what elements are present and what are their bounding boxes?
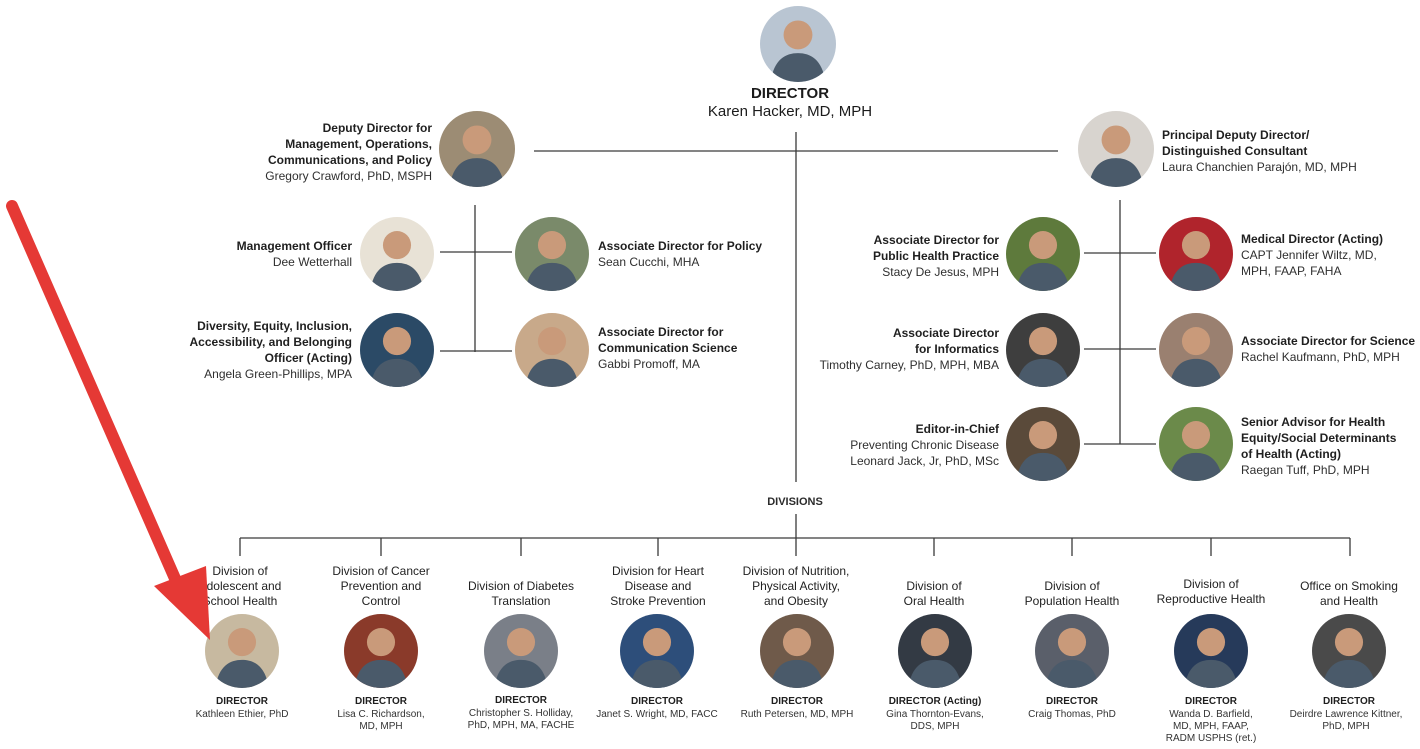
- science-director-photo: [1159, 313, 1233, 387]
- division-director-name: Gina Thornton-Evans, DDS, MPH: [886, 709, 984, 732]
- science-director-name: Rachel Kaufmann, PhD, MPH: [1241, 350, 1400, 364]
- health-equity-advisor-photo: [1159, 407, 1233, 481]
- editor-in-chief-box: Editor-in-Chief Preventing Chronic Disea…: [790, 421, 999, 469]
- division-director-name: Janet S. Wright, MD, FACC: [596, 709, 718, 720]
- division-director-name: Wanda D. Barfield, MD, MPH, FAAP, RADM U…: [1165, 709, 1257, 744]
- medical-director-photo: [1159, 217, 1233, 291]
- policy-director-box: Associate Director for Policy Sean Cucch…: [598, 238, 798, 270]
- division-name: Division of Nutrition, Physical Activity…: [742, 564, 850, 608]
- policy-director-title: Associate Director for Policy: [598, 239, 763, 253]
- division-director-name: Christopher S. Holliday, PhD, MPH, MA, F…: [467, 708, 575, 731]
- informatics-photo: [1006, 313, 1080, 387]
- deiab-officer-name: Angela Green-Phillips, MPA: [204, 367, 352, 381]
- informatics-title: Associate Director for Informatics: [892, 326, 999, 356]
- division-name: Division of Diabetes Translation: [467, 579, 575, 608]
- division-director-name: Kathleen Ethier, PhD: [195, 709, 289, 720]
- division-director-photo: [484, 614, 558, 688]
- principal-deputy-name: Laura Chanchien Parajón, MD, MPH: [1162, 160, 1357, 174]
- policy-director-photo: [515, 217, 589, 291]
- division-name: Division for Heart Disease and Stroke Pr…: [610, 564, 706, 608]
- editor-in-chief-title: Editor-in-Chief: [915, 422, 999, 436]
- division-name: Division of Reproductive Health: [1156, 577, 1266, 606]
- division-director-role: DIRECTOR: [630, 696, 684, 707]
- division-director-role: DIRECTOR: [494, 695, 548, 706]
- director-name: Karen Hacker, MD, MPH: [707, 103, 873, 120]
- deputy-director-photo: [439, 111, 515, 187]
- division-name: Office on Smoking and Health: [1300, 579, 1398, 608]
- informatics-name: Timothy Carney, PhD, MPH, MBA: [819, 358, 999, 372]
- communication-science-photo: [515, 313, 589, 387]
- division-name: Division of Cancer Prevention and Contro…: [332, 564, 430, 608]
- division-director-name: Craig Thomas, PhD: [1028, 709, 1116, 720]
- management-officer-box: Management Officer Dee Wetterhall: [150, 238, 352, 270]
- division-director-role: DIRECTOR: [1045, 696, 1099, 707]
- division-director-photo: [1174, 614, 1248, 688]
- management-officer-title: Management Officer: [236, 239, 352, 253]
- divisions-heading: DIVISIONS: [767, 496, 823, 508]
- division-director-photo: [760, 614, 834, 688]
- division-director-photo: [898, 614, 972, 688]
- medical-director-name: CAPT Jennifer Wiltz, MD, MPH, FAAP, FAHA: [1241, 248, 1377, 278]
- principal-deputy-box: Principal Deputy Director/ Distinguished…: [1162, 127, 1392, 175]
- communication-science-box: Associate Director for Communication Sci…: [598, 324, 798, 372]
- health-equity-advisor-name: Raegan Tuff, PhD, MPH: [1241, 463, 1370, 477]
- division-director-photo: [344, 614, 418, 688]
- editor-in-chief-name: Preventing Chronic Disease Leonard Jack,…: [850, 438, 999, 468]
- director-label: DIRECTOR: [750, 85, 830, 102]
- deputy-director-title: Deputy Director for Management, Operatio…: [267, 121, 432, 167]
- division-director-role: DIRECTOR: [770, 696, 824, 707]
- medical-director-box: Medical Director (Acting) CAPT Jennifer …: [1241, 231, 1416, 279]
- health-equity-advisor-title: Senior Advisor for Health Equity/Social …: [1241, 415, 1397, 461]
- deputy-director-box: Deputy Director for Management, Operatio…: [220, 120, 432, 184]
- deiab-officer-title: Diversity, Equity, Inclusion, Accessibil…: [189, 319, 352, 365]
- principal-deputy-title: Principal Deputy Director/ Distinguished…: [1162, 128, 1310, 158]
- medical-director-title: Medical Director (Acting): [1241, 232, 1384, 246]
- principal-deputy-photo: [1078, 111, 1154, 187]
- division-name: Division of Oral Health: [903, 579, 965, 608]
- deputy-director-name: Gregory Crawford, PhD, MSPH: [265, 169, 432, 183]
- deiab-officer-photo: [360, 313, 434, 387]
- division-director-role: DIRECTOR: [215, 696, 269, 707]
- editor-in-chief-photo: [1006, 407, 1080, 481]
- science-director-box: Associate Director for Science Rachel Ka…: [1241, 333, 1419, 365]
- division-director-name: Lisa C. Richardson, MD, MPH: [337, 709, 425, 732]
- division-director-role: DIRECTOR: [1322, 696, 1376, 707]
- division-director-name: Ruth Petersen, MD, MPH: [740, 709, 854, 720]
- director-photo: [760, 6, 836, 82]
- informatics-box: Associate Director for Informatics Timot…: [790, 325, 999, 373]
- policy-director-name: Sean Cucchi, MHA: [598, 255, 700, 269]
- public-health-practice-name: Stacy De Jesus, MPH: [882, 265, 999, 279]
- division-director-role: DIRECTOR: [354, 696, 408, 707]
- public-health-practice-photo: [1006, 217, 1080, 291]
- management-officer-name: Dee Wetterhall: [272, 255, 352, 269]
- communication-science-title: Associate Director for Communication Sci…: [598, 325, 738, 355]
- deiab-officer-box: Diversity, Equity, Inclusion, Accessibil…: [150, 318, 352, 382]
- communication-science-name: Gabbi Promoff, MA: [598, 357, 700, 371]
- division-director-role: DIRECTOR: [1184, 696, 1238, 707]
- division-director-photo: [1035, 614, 1109, 688]
- public-health-practice-title: Associate Director for Public Health Pra…: [872, 233, 999, 263]
- public-health-practice-box: Associate Director for Public Health Pra…: [790, 232, 999, 280]
- division-name: Division of Adolescent and School Health: [198, 564, 282, 608]
- division-director-photo: [1312, 614, 1386, 688]
- division-name: Division of Population Health: [1024, 579, 1120, 608]
- health-equity-advisor-box: Senior Advisor for Health Equity/Social …: [1241, 414, 1416, 478]
- division-director-name: Deirdre Lawrence Kittner, PhD, MPH: [1289, 709, 1403, 732]
- division-director-role: DIRECTOR (Acting): [888, 696, 982, 707]
- management-officer-photo: [360, 217, 434, 291]
- science-director-title: Associate Director for Science: [1241, 334, 1416, 348]
- division-director-photo: [620, 614, 694, 688]
- division-director-photo: [205, 614, 279, 688]
